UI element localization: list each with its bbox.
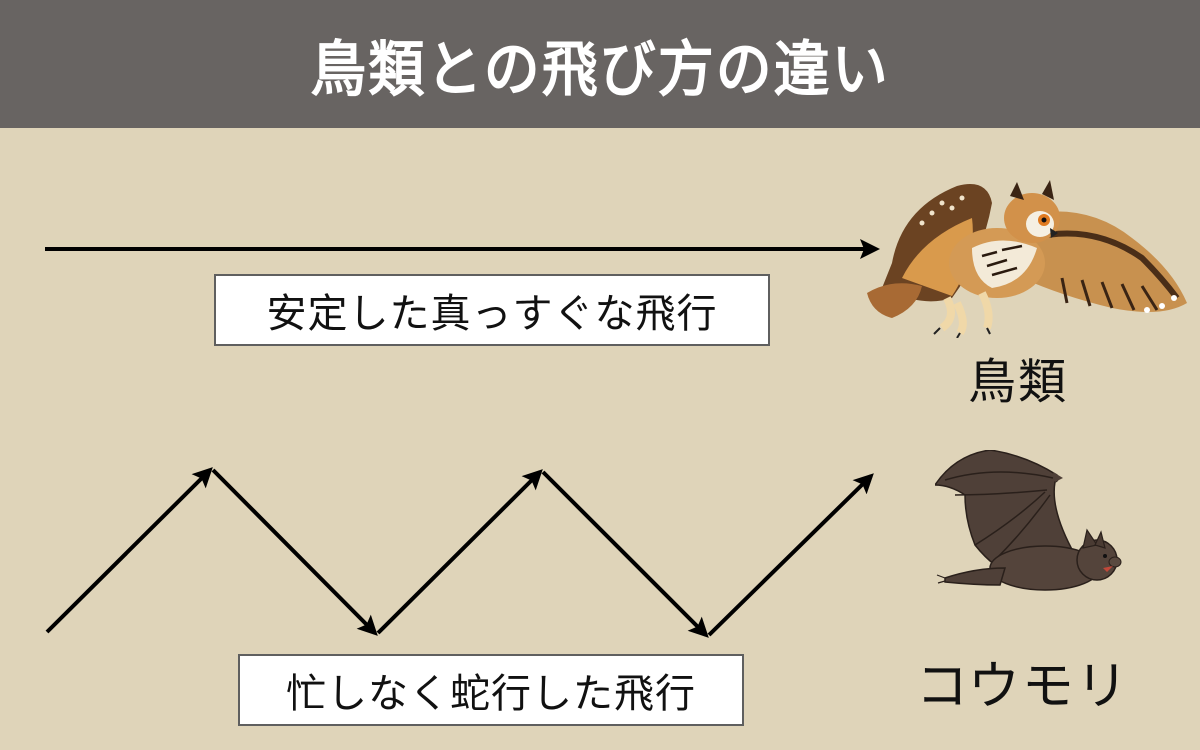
page-title: 鳥類との飛び方の違い (310, 34, 890, 105)
straight-flight-label: 安定した真っすぐな飛行 (214, 274, 770, 346)
zigzag-flight-label: 忙しなく蛇行した飛行 (238, 654, 744, 726)
header-banner: 鳥類との飛び方の違い (0, 0, 1200, 128)
zigzag-flight-arrow (45, 467, 874, 638)
bat-label: コウモリ (916, 657, 1130, 717)
bat-icon (935, 450, 1122, 591)
owl-icon (867, 180, 1187, 338)
bird-label: 鳥類 (968, 354, 1069, 410)
zigzag-flight-text: 忙しなく蛇行した飛行 (286, 671, 696, 717)
straight-flight-text: 安定した真っすぐな飛行 (266, 291, 718, 337)
